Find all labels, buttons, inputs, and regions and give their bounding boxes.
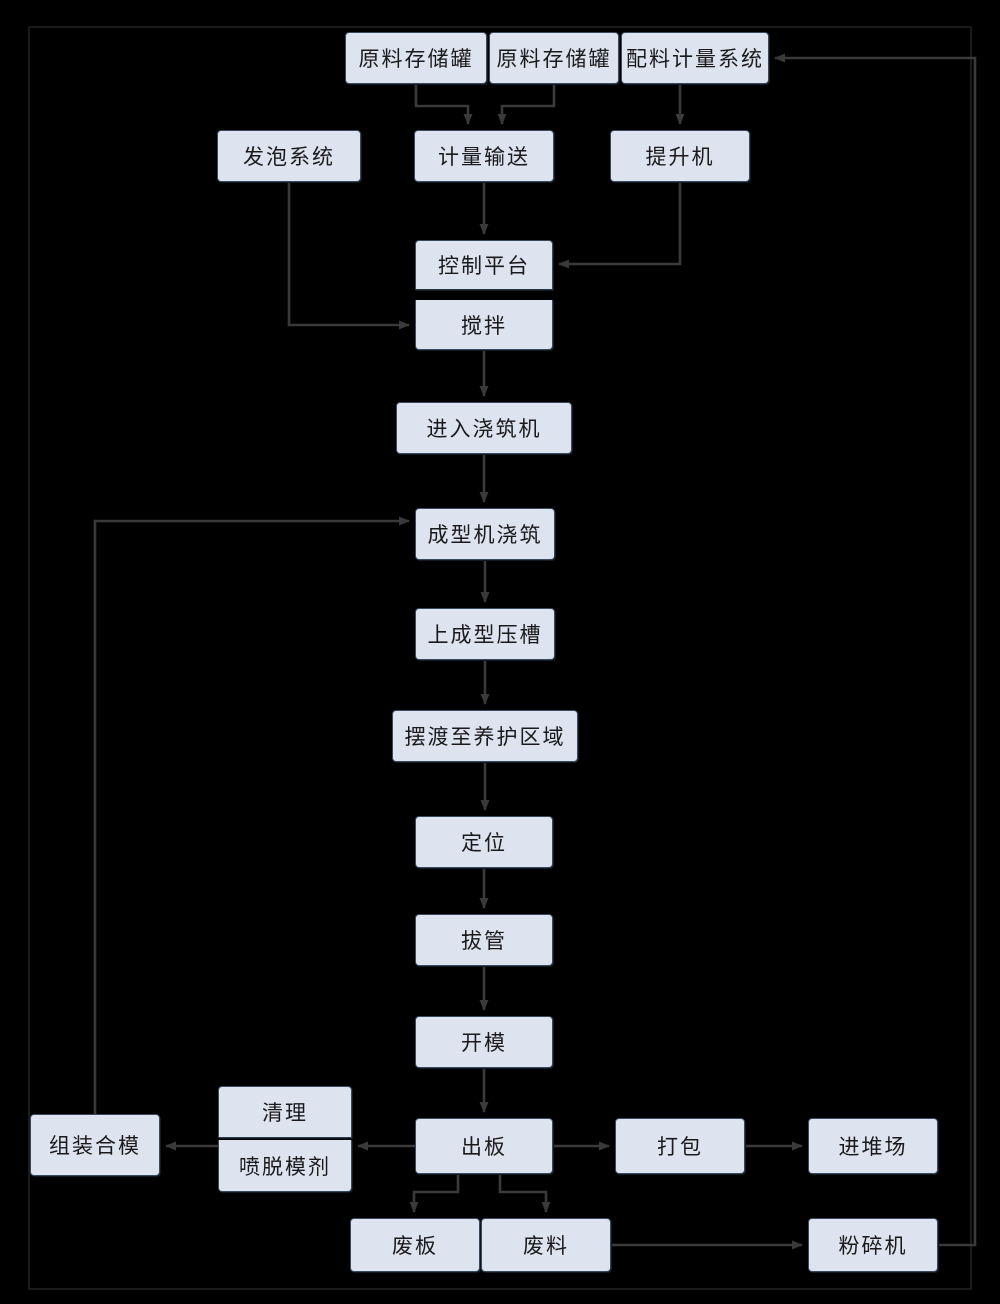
node-batching-metering-system[interactable]: 配料计量系统 (621, 32, 769, 84)
node-assemble-close-mold[interactable]: 组装合模 (30, 1114, 160, 1176)
node-mixing[interactable]: 搅拌 (415, 300, 553, 350)
node-ferry-to-curing-area[interactable]: 摆渡至养护区域 (392, 710, 578, 762)
edge-out-waste (498, 1174, 551, 1213)
edge-foam-mix (287, 182, 410, 330)
edge-assy-cast (93, 516, 410, 1114)
edge-crusher-batch (774, 53, 977, 1247)
edge-hoist-ctrl (558, 182, 682, 269)
node-mold-opening[interactable]: 开模 (415, 1016, 553, 1068)
node-raw-material-tank-1[interactable]: 原料存储罐 (345, 32, 487, 84)
node-enter-stockyard[interactable]: 进堆场 (808, 1118, 938, 1174)
node-raw-material-tank-2[interactable]: 原料存储罐 (489, 32, 619, 84)
edge-tank2-convey (497, 84, 556, 125)
node-crusher[interactable]: 粉碎机 (808, 1218, 938, 1272)
node-control-platform[interactable]: 控制平台 (415, 240, 553, 290)
node-metering-conveying[interactable]: 计量输送 (414, 130, 554, 182)
node-hoist[interactable]: 提升机 (610, 130, 750, 182)
node-tube-pulling[interactable]: 拔管 (415, 914, 553, 966)
node-enter-casting-machine[interactable]: 进入浇筑机 (396, 402, 572, 454)
node-positioning[interactable]: 定位 (415, 816, 553, 868)
node-board-output[interactable]: 出板 (415, 1118, 553, 1174)
edge-tank1-convey (414, 84, 473, 125)
node-waste-board[interactable]: 废板 (350, 1218, 480, 1272)
node-foaming-system[interactable]: 发泡系统 (217, 130, 361, 182)
node-forming-machine-casting[interactable]: 成型机浇筑 (415, 508, 555, 560)
node-spray-release-agent[interactable]: 喷脱模剂 (218, 1140, 352, 1192)
node-cleaning[interactable]: 清理 (218, 1086, 352, 1138)
node-waste-material[interactable]: 废料 (481, 1218, 611, 1272)
node-upper-forming-press-groove[interactable]: 上成型压槽 (415, 608, 555, 660)
node-packing[interactable]: 打包 (615, 1118, 745, 1174)
edge-out-badboard (409, 1174, 460, 1213)
